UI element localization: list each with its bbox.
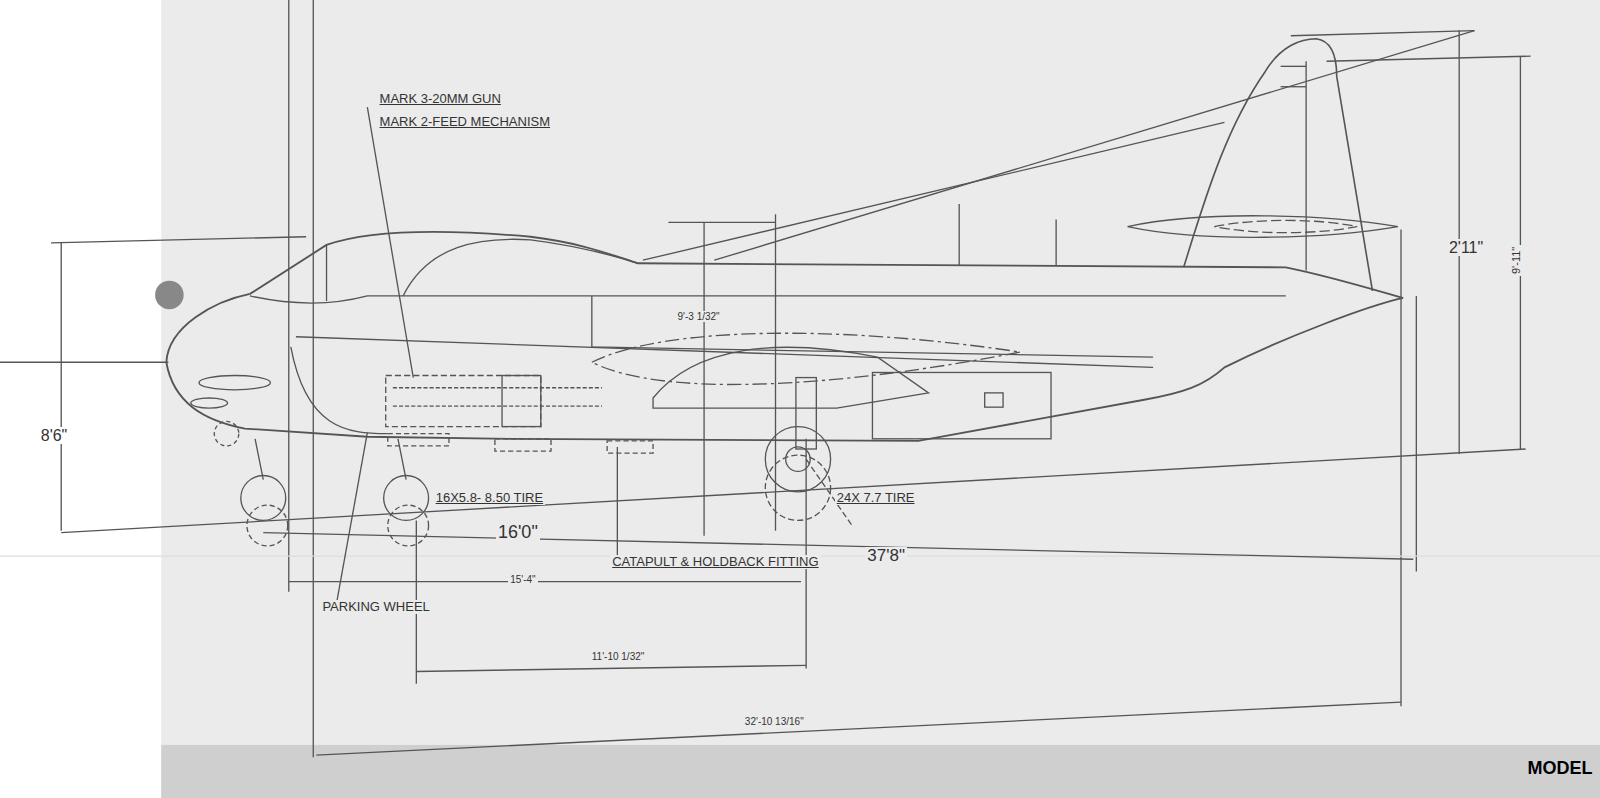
- dimension-label: 8'6": [39, 427, 70, 445]
- part-label: PARKING WHEEL: [320, 600, 431, 614]
- dimension-label: 15'-4": [508, 574, 537, 585]
- dimension-label: 9'-11": [1510, 244, 1522, 275]
- dimension-label: 9'-3 1/32": [676, 311, 722, 322]
- part-label: 16X5.8- 8.50 TIRE: [434, 491, 545, 505]
- part-label: MARK 3-20MM GUN: [378, 92, 503, 106]
- dimension-label: 32'-10 13/16": [743, 716, 806, 727]
- dimension-label: 37'8": [865, 547, 907, 566]
- part-label: 24X 7.7 TIRE: [835, 491, 917, 505]
- part-label: CATAPULT & HOLDBACK FITTING: [610, 555, 820, 569]
- dimension-label: 11'-10 1/32": [590, 651, 647, 662]
- model-label: MODEL: [1526, 759, 1595, 779]
- dimension-label: 16'0": [496, 523, 540, 543]
- part-label: MARK 2-FEED MECHANISM: [378, 115, 552, 129]
- dimension-label: 2'11": [1447, 239, 1485, 257]
